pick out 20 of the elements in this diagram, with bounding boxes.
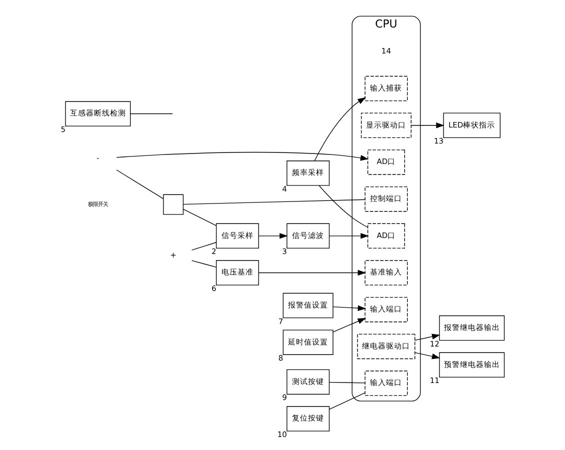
arrow bbox=[332, 318, 366, 332]
arrow bbox=[329, 233, 369, 239]
arrow bbox=[258, 270, 366, 276]
connector bbox=[182, 208, 217, 226]
node-box bbox=[163, 194, 184, 215]
connector bbox=[116, 170, 164, 200]
arrow bbox=[258, 233, 288, 239]
connector bbox=[130, 113, 173, 114]
connector bbox=[329, 382, 366, 384]
arrow bbox=[414, 334, 440, 341]
connector bbox=[183, 199, 366, 205]
arrow bbox=[414, 352, 440, 360]
connector bbox=[191, 260, 217, 268]
arrow bbox=[314, 97, 366, 161]
connector bbox=[318, 185, 368, 228]
arrow bbox=[116, 152, 369, 161]
arrow bbox=[410, 122, 444, 128]
connector bbox=[191, 242, 217, 250]
arrow bbox=[332, 305, 366, 311]
connector bbox=[329, 392, 366, 410]
